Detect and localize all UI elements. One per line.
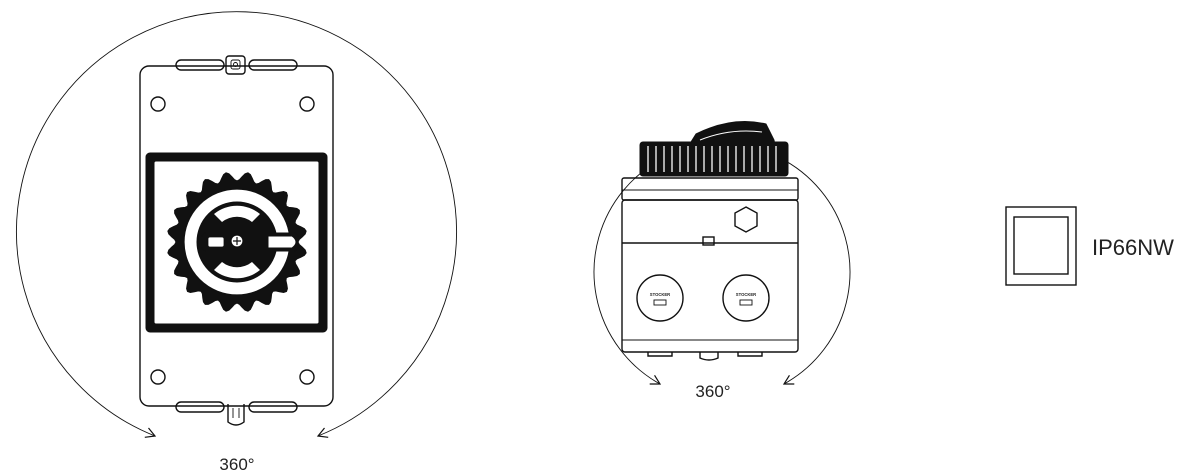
bottom-gland-left [175,401,225,413]
side-view: 360° STOCKER STOCKER [593,121,851,401]
top-gland-left [175,59,225,71]
front-rotation-label: 360° [219,455,254,474]
side-knob-body [639,141,789,177]
screw-top-right [299,96,315,112]
side-housing-top [621,177,799,201]
rotary-knob [167,172,307,312]
cable-gland-left: STOCKER [636,274,684,322]
cable-gland-right: STOCKER [722,274,770,322]
ip-rating-symbol [1005,206,1077,286]
hex-bolt [734,206,758,233]
screw-top-left [150,96,166,112]
svg-text:STOCKER: STOCKER [736,292,756,297]
housing-latch [702,236,715,246]
enclosure-body [139,65,334,407]
side-rotation-arc [593,143,851,385]
svg-text:STOCKER: STOCKER [650,292,670,297]
side-rotation-label: 360° [695,382,730,401]
ip-rating-label: IP66NW [1092,235,1174,260]
screw-bottom-right [299,369,315,385]
front-view: 360° [16,11,457,474]
top-mounting-tab [225,55,246,75]
front-rotation-arc [16,11,457,438]
bottom-mounting-tab [227,404,245,426]
side-knob [639,121,789,177]
screw-bottom-left [150,369,166,385]
bottom-gland-right [248,401,298,413]
top-gland-right [248,59,298,71]
side-housing-lower [621,199,799,353]
